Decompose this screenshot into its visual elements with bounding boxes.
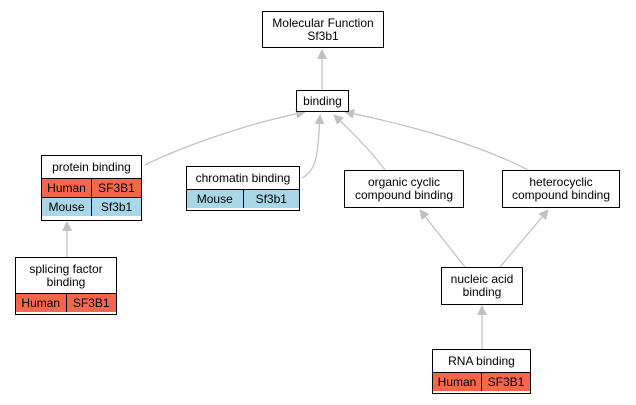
node-title: protein binding bbox=[52, 159, 131, 174]
node-title: organic cyclic compound binding bbox=[354, 175, 454, 202]
node-title: binding bbox=[303, 93, 342, 108]
node-rna-binding[interactable]: RNA binding Human SF3B1 bbox=[432, 349, 531, 394]
node-title: Molecular Function Sf3b1 bbox=[272, 15, 374, 43]
edge-heterocyclic-to-binding bbox=[344, 108, 529, 171]
species-cell: Human bbox=[16, 294, 66, 312]
edge-chromatin-binding-to-binding bbox=[301, 114, 325, 179]
edge-protein-binding-to-binding bbox=[144, 108, 306, 166]
node-title: RNA binding bbox=[448, 353, 515, 368]
node-chromatin-binding[interactable]: chromatin binding Mouse Sf3b1 bbox=[186, 166, 300, 211]
node-nucleic-acid-binding[interactable]: nucleic acid binding bbox=[441, 267, 523, 305]
gene-cell: SF3B1 bbox=[481, 373, 530, 391]
node-binding[interactable]: binding bbox=[296, 90, 349, 112]
node-heterocyclic-compound-binding[interactable]: heterocyclic compound binding bbox=[502, 170, 620, 208]
species-row: Mouse Sf3b1 bbox=[187, 189, 299, 208]
species-cell: Mouse bbox=[187, 190, 243, 208]
node-splicing-factor-binding[interactable]: splicing factor binding Human SF3B1 bbox=[15, 257, 117, 315]
edge-nucleic-acid-to-heterocyclic bbox=[499, 209, 549, 268]
species-row: Human SF3B1 bbox=[433, 372, 530, 391]
gene-cell: Sf3b1 bbox=[91, 198, 141, 216]
node-title: chromatin binding bbox=[195, 170, 291, 185]
edge-nucleic-acid-to-organic-cyclic bbox=[419, 209, 466, 268]
species-row: Human SF3B1 bbox=[42, 178, 141, 197]
gene-cell: SF3B1 bbox=[65, 294, 116, 312]
node-title: nucleic acid binding bbox=[450, 272, 514, 299]
edge-organic-cyclic-to-binding bbox=[333, 114, 386, 171]
node-molecular-function[interactable]: Molecular Function Sf3b1 bbox=[262, 11, 384, 48]
species-row: Mouse Sf3b1 bbox=[42, 197, 141, 216]
gene-cell: Sf3b1 bbox=[242, 190, 299, 208]
species-cell: Human bbox=[42, 179, 91, 197]
species-cell: Mouse bbox=[42, 198, 91, 216]
node-protein-binding[interactable]: protein binding Human SF3B1 Mouse Sf3b1 bbox=[41, 155, 142, 221]
gene-cell: SF3B1 bbox=[91, 179, 141, 197]
species-cell: Human bbox=[433, 373, 481, 391]
node-title: heterocyclic compound binding bbox=[511, 175, 611, 202]
species-row: Human SF3B1 bbox=[16, 293, 116, 312]
node-organic-cyclic-compound-binding[interactable]: organic cyclic compound binding bbox=[344, 170, 464, 208]
node-title: splicing factor binding bbox=[29, 261, 103, 289]
